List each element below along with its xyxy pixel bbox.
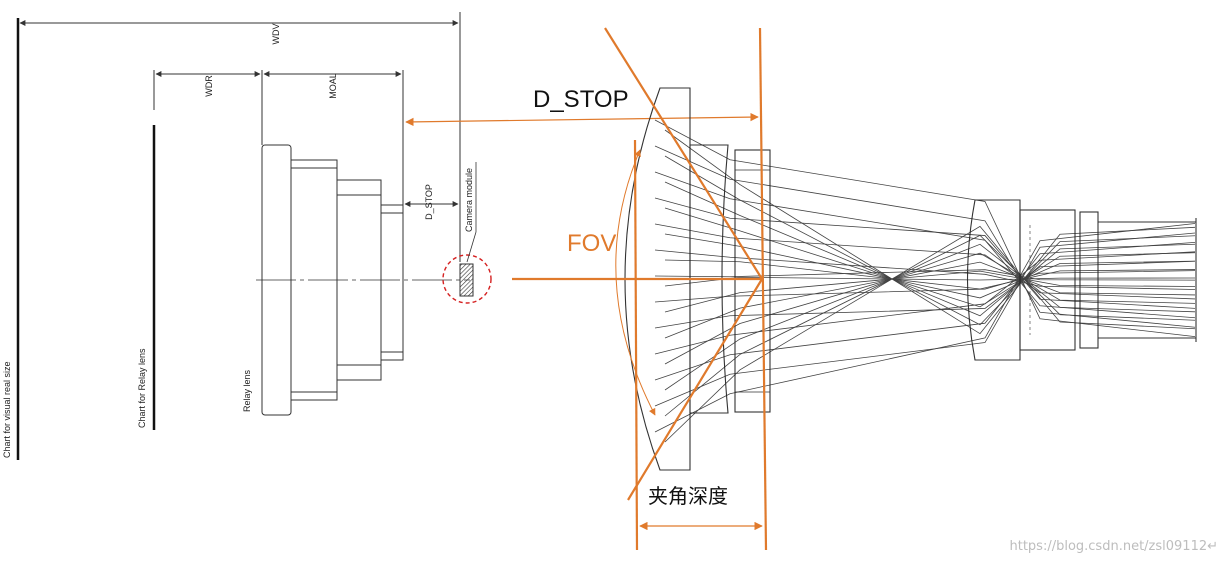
fourth-lens-element: [966, 199, 1021, 361]
moal-label: MOAL: [328, 73, 338, 99]
light-ray: [664, 155, 1196, 326]
wdv-label: WDV: [271, 24, 281, 45]
chart-relay-label: Chart for Relay lens: [137, 348, 147, 428]
light-ray: [654, 197, 1196, 309]
front-lens-element: [624, 87, 691, 471]
ray-bundle: [654, 119, 1196, 443]
dstop-small-label: D_STOP: [424, 184, 434, 220]
light-ray: [664, 270, 1196, 313]
light-ray: [664, 261, 1196, 339]
chart-visual-label: Chart for visual real size: [2, 361, 12, 458]
light-ray: [654, 145, 1196, 328]
light-ray: [664, 129, 1196, 335]
right-boundary-line: [758, 27, 768, 551]
light-ray: [654, 249, 1196, 290]
fov-label: FOV: [567, 230, 616, 257]
watermark: https://blog.csdn.net/zsl09112↵: [1009, 539, 1218, 554]
light-ray: [654, 269, 1196, 281]
light-ray: [664, 234, 1196, 417]
wdr-label: WDR: [204, 75, 214, 97]
fov-arc: [615, 149, 656, 416]
light-ray: [654, 270, 1196, 303]
lens-elements: [624, 87, 1197, 471]
camera-module-label: Camera module: [464, 168, 474, 232]
light-ray: [654, 119, 1196, 338]
camera-module: [459, 263, 474, 297]
light-ray: [654, 260, 1196, 329]
camera-highlight-circle: [442, 254, 492, 304]
depth-label: 夹角深度: [648, 484, 728, 508]
light-ray: [664, 252, 1196, 365]
upper-fov-ray: [604, 27, 763, 280]
third-lens-element: [734, 149, 771, 413]
second-lens-element: [689, 144, 729, 414]
left-technical-drawing: WDV WDR MOAL D_STOP Camera mo: [2, 12, 492, 460]
relay-lens-label: Relay lens: [242, 369, 252, 412]
light-ray: [654, 251, 1196, 355]
light-ray: [664, 276, 1196, 287]
dstop-label: D_STOP: [533, 86, 629, 113]
light-ray: [664, 233, 1196, 299]
light-ray: [654, 232, 1196, 407]
light-ray: [654, 223, 1196, 433]
dstop-orange-arrow: [405, 112, 759, 127]
right-optical-layout: D_STOP FOV 夹角深度: [512, 27, 1197, 551]
light-ray: [664, 225, 1196, 443]
light-ray: [654, 223, 1196, 300]
light-ray: [664, 207, 1196, 308]
lower-fov-ray: [627, 278, 763, 501]
